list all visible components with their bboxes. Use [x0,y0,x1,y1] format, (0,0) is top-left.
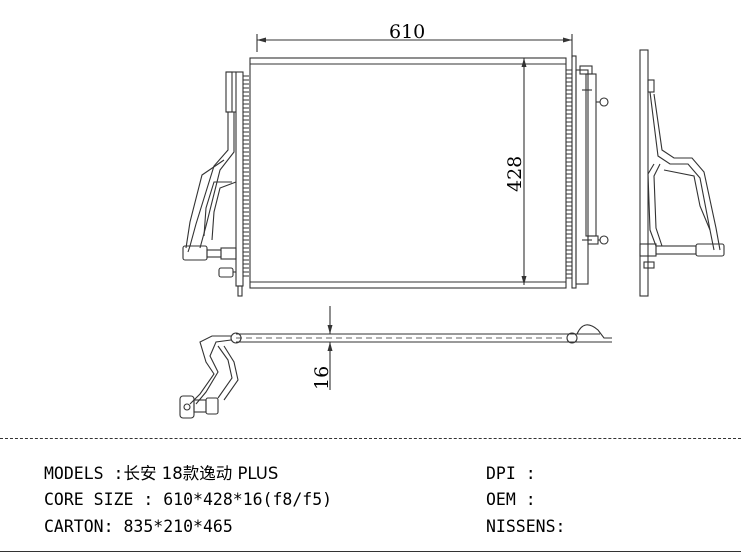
core-size-label: CORE SIZE : [44,490,164,509]
bottom-view: 16 [179,306,612,419]
right-fins [566,69,572,279]
left-pipe [187,112,229,253]
carton-value: 835*210*465 [123,517,233,536]
carton-label: CARTON: [44,517,124,536]
dashed-separator [0,438,741,439]
core-size-value: 610*428*16(f8/f5) [163,490,333,509]
nissens-label: NISSENS: [486,517,566,536]
nissens-row: NISSENS: [486,517,565,537]
models-row: MODELS :长安 18款逸动 PLUS [44,464,278,484]
width-label: 610 [389,21,425,43]
side-pipe [649,91,715,251]
oem-row: OEM : [486,490,536,510]
thickness-label: 16 [311,366,333,390]
dpi-row: DPI : [486,464,536,484]
models-label: MODELS : [44,464,124,483]
side-view [639,49,725,297]
height-label: 428 [504,156,526,192]
carton-row: CARTON: 835*210*465 [44,517,233,537]
core-size-row: CORE SIZE : 610*428*16(f8/f5) [44,490,332,510]
models-value: 长安 18款逸动 PLUS [123,464,279,483]
dpi-label: DPI : [486,464,536,483]
width-dimension: 610 [256,21,573,58]
front-view [182,55,609,297]
left-fins [243,75,249,277]
bottom-rule [0,551,741,552]
height-dimension: 428 [504,58,527,285]
oem-label: OEM : [486,490,536,509]
